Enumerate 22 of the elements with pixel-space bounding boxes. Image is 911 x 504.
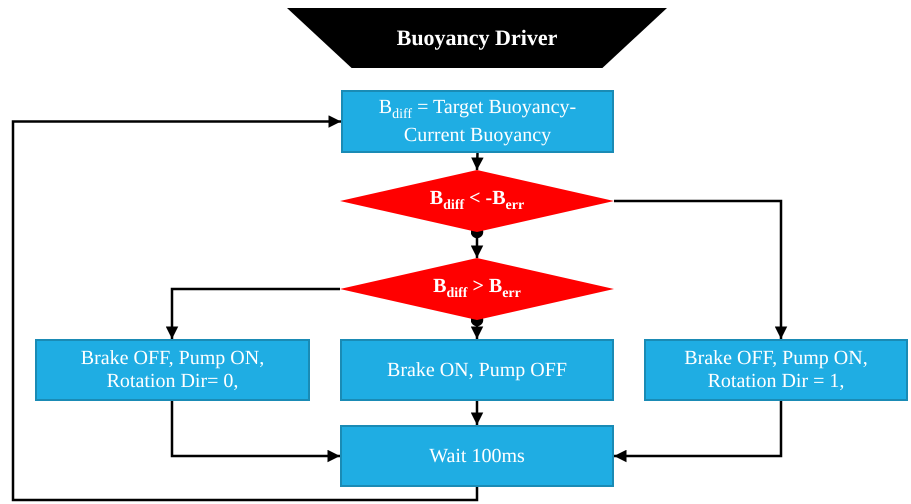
process-box <box>340 339 614 401</box>
title-banner: Buoyancy Driver <box>287 8 667 68</box>
node-text: B$_{diff}$ > B$_{err}$ <box>433 275 521 303</box>
node-text: B$_{diff}$ = Target Buoyancy- Current Buoyancy <box>378 96 578 147</box>
connector-arrow <box>12 115 478 502</box>
process-box <box>35 339 310 401</box>
connector-arrow <box>166 288 340 339</box>
node-text: Brake OFF, Pump ON, Rotation Dir = 1, <box>683 347 869 393</box>
process-box <box>341 90 614 153</box>
connector-arrow <box>614 200 788 339</box>
node-text: B$_{diff}$ < -B$_{err}$ <box>430 187 524 215</box>
decision-diamond <box>340 170 614 232</box>
connector-arrow <box>470 401 484 425</box>
node-text: Brake ON, Pump OFF <box>386 358 567 382</box>
connector-arrow <box>614 401 782 462</box>
decision-diamond <box>340 258 614 320</box>
process-box <box>644 339 908 401</box>
connector-arrow <box>471 152 484 170</box>
node-text: Wait 100ms <box>429 444 525 468</box>
connector-arrow <box>170 401 340 462</box>
process-box <box>340 425 614 487</box>
node-text: Brake OFF, Pump ON, Rotation Dir= 0, <box>80 347 266 393</box>
